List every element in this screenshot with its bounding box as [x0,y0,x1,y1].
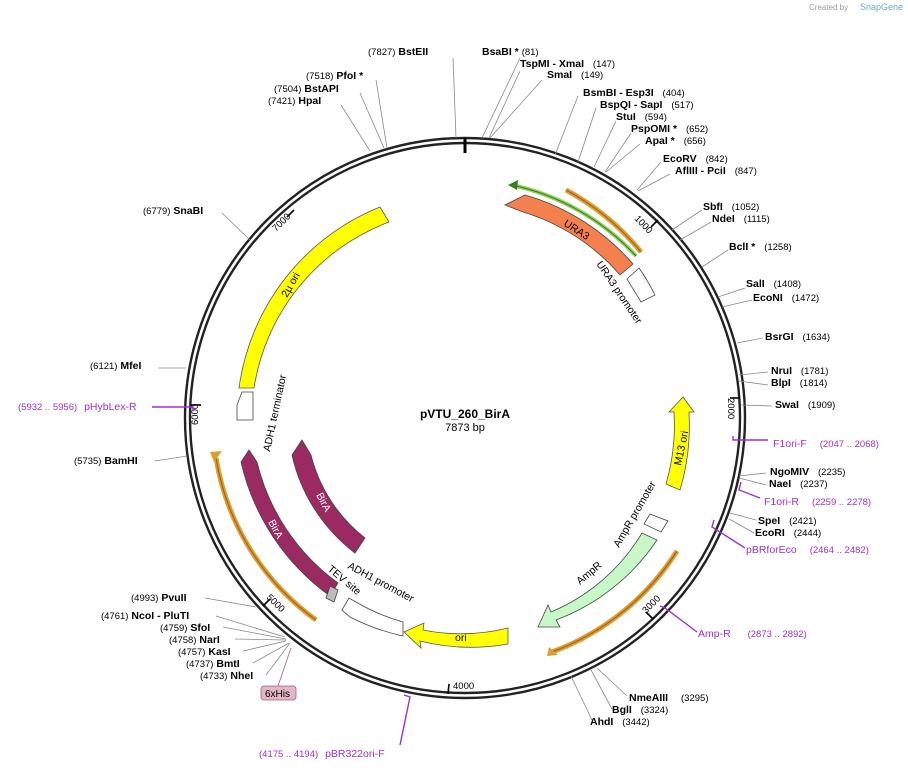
primer-pBR322ori-F: (4175 .. 4194) pBR322ori-F [259,748,385,760]
birA-feature-inner [291,439,366,554]
adh1-terminator-label: ADH1 terminator [261,373,289,452]
backbone [183,136,747,700]
site-smaI: SmaI (149) [547,69,603,81]
site-bmtI: (4737) BmtI [186,658,240,670]
site-bamHI: (5735) BamHI [74,455,138,467]
site-narI: (4758) NarI [169,634,220,646]
primer-pBRforEco-mark [711,519,746,549]
tick-1000 [650,219,659,228]
primer-F1ori-F-mark [732,436,768,441]
site-speI: SpeI (2421) [758,515,817,527]
site-apaI: ApaI * (656) [645,135,706,147]
tick-7000 [286,209,295,218]
site-aflIII-pciI: AflIII - PciI (847) [675,165,757,177]
site-blpI: BlpI (1814) [771,377,827,389]
ori-feature [403,622,509,650]
his-tag-label: 6xHis [265,689,290,700]
snapgene-credit: Created by SnapGene [809,2,903,12]
site-snaBI: (6779) SnaBI [143,205,203,217]
site-tspMI-xmaI: TspMI - XmaI (147) [520,58,615,70]
site-nruI: NruI (1781) [771,365,828,377]
primer-F1ori-F: F1ori-F (2047 .. 2068) [773,438,879,450]
site-bclI: BclI * (1258) [729,241,792,253]
plasmid-name: pVTU_260_BirA [420,407,510,421]
restriction-sites: (7827) BstEII BsaBI * (81) TspMI - XmaI … [74,46,845,728]
birA-feature-outer [240,449,339,597]
site-bspQI-sapI: BspQI - SapI (517) [600,99,694,111]
site-naeI: NaeI (2237) [769,478,828,490]
his-tag-box [260,685,297,701]
site-ngoMIV: NgoMIV (2235) [770,466,845,478]
site-bsaBI: BsaBI * (81) [482,46,539,58]
site-mfeI: (6121) MfeI [90,360,141,372]
primer-pBRforEco: pBRforEco (2464 .. 2482) [746,544,869,556]
primer-pHybLex-R: (5932 .. 5956) pHybLex-R [18,401,137,413]
tick-label-2000: 2000 [725,398,736,419]
site-bstEII: (7827) BstEII [368,46,428,58]
primer-Amp-R: Amp-R (2873 .. 2892) [698,628,807,640]
site-ncoI-pluTI: (4761) NcoI - PluTI [101,610,189,622]
site-pspOMI: PspOMI * (652) [631,123,708,135]
site-sfoI: (4759) SfoI [160,622,210,634]
site-hpaI: (7421) HpaI [268,95,321,107]
site-salI: SalI (1408) [746,278,801,290]
site-ndeI: NdeI (1115) [712,213,770,225]
site-ahdI: AhdI (3442) [590,716,650,728]
credit-prefix: Created by [809,3,848,12]
site-ecoRI: EcoRI (2444) [755,527,821,539]
tick-5000 [262,598,271,607]
credit-brand: SnapGene [860,2,903,12]
site-ecoNI: EcoNI (1472) [753,292,819,304]
site-kasI: (4757) KasI [178,646,231,658]
ura3-promoter-feature [626,267,656,303]
tick-3000 [645,611,654,620]
primer-pBR322ori-F-mark [399,694,411,746]
site-pvuII: (4993) PvuII [131,592,187,604]
site-bstAPI: (7504) BstAPI [274,83,339,95]
primer-Amp-R-mark [659,605,698,633]
site-nheI: (4733) NheI [200,670,253,682]
site-bglI: BglI (3324) [612,704,668,716]
site-sbfI: SbfI (1052) [703,201,759,213]
ura3-feature [504,194,634,276]
ampR-promoter-feature [643,513,669,533]
m13-ori-feature [665,396,695,491]
tick-label-6000: 6000 [190,404,201,425]
site-ecoRV: EcoRV (842) [663,153,728,165]
tick-label-4000: 4000 [453,681,474,692]
site-stuI: StuI (594) [616,111,667,123]
ampR-feature [537,532,658,628]
tick-label-5000: 5000 [264,592,287,615]
site-nmeAIII: NmeAIII (3295) [629,692,708,704]
plasmid-title: pVTU_260_BirA 7873 bp [420,407,510,434]
primer-F1ori-R-mark [738,481,761,499]
site-swaI: SwaI (1909) [775,399,835,411]
tick-4000 [447,683,450,695]
site-bsmBI-esp3I: BsmBI - Esp3I (404) [583,87,685,99]
site-leader-lines [154,57,773,721]
adh1-terminator-feature [236,391,254,421]
primer-F1ori-R: F1ori-R (2259 .. 2278) [764,496,871,508]
primers: (5932 .. 5956) pHybLex-R F1ori-F (2047 .… [18,401,879,760]
site-bsrGI: BsrGI (1634) [765,331,830,343]
tev-site-feature [325,585,339,603]
site-pfoI: (7518) PfoI * [306,70,364,82]
ori-label: ori [455,632,467,644]
primer-pHybLex-R-mark [152,406,194,411]
2mu-ori-feature [238,206,390,389]
his-tag: 6xHis [260,647,297,701]
plasmid-length: 7873 bp [445,422,485,434]
adh1-promoter-feature [341,597,404,637]
